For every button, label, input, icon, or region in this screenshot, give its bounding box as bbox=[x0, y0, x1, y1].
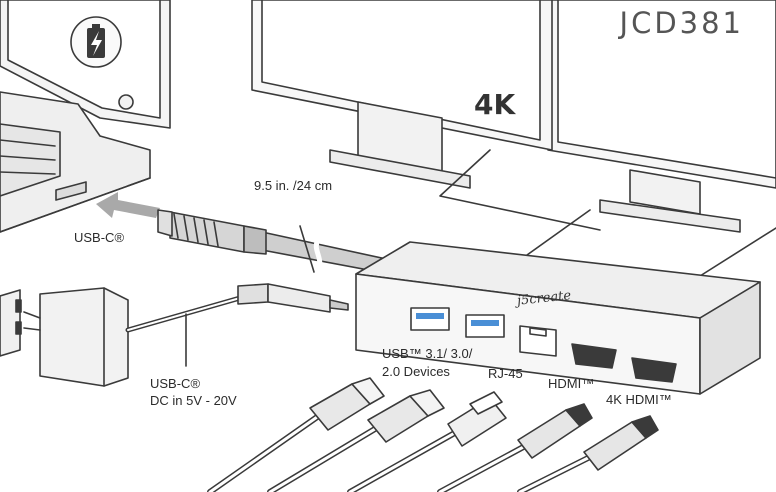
rj45-connector bbox=[347, 391, 507, 492]
usb-c-cable bbox=[157, 209, 401, 277]
monitor-left bbox=[251, 0, 601, 231]
cable-length-label: 9.5 in. /24 cm bbox=[254, 178, 333, 193]
insert-arrow bbox=[96, 192, 160, 218]
hub bbox=[355, 241, 761, 395]
monitor-resolution: 4K bbox=[474, 88, 516, 121]
hdmi-connector-1 bbox=[437, 403, 593, 492]
usb-a-connector-1 bbox=[207, 377, 385, 492]
usb-c-host-label: USB-C® bbox=[74, 230, 125, 245]
model-number: JCD381 bbox=[619, 6, 744, 40]
hdmi-connector-2 bbox=[517, 415, 659, 492]
usb-c-dc-label-2: DC in 5V - 20V bbox=[150, 393, 237, 408]
usb-ports-label-2: 2.0 Devices bbox=[382, 364, 450, 379]
hdmi-4k-label: 4K HDMI™ bbox=[606, 392, 672, 407]
usb-c-dc-label-1: USB-C® bbox=[150, 376, 201, 391]
monitor-right bbox=[519, 0, 776, 277]
power-adapter bbox=[0, 283, 349, 387]
usb-a-connector-2 bbox=[267, 389, 445, 492]
battery-charging-icon bbox=[70, 16, 122, 68]
usb-ports-label-1: USB™ 3.1/ 3.0/ bbox=[382, 346, 473, 361]
rj45-label: RJ-45 bbox=[488, 366, 523, 381]
hdmi-label: HDMI™ bbox=[548, 376, 595, 391]
